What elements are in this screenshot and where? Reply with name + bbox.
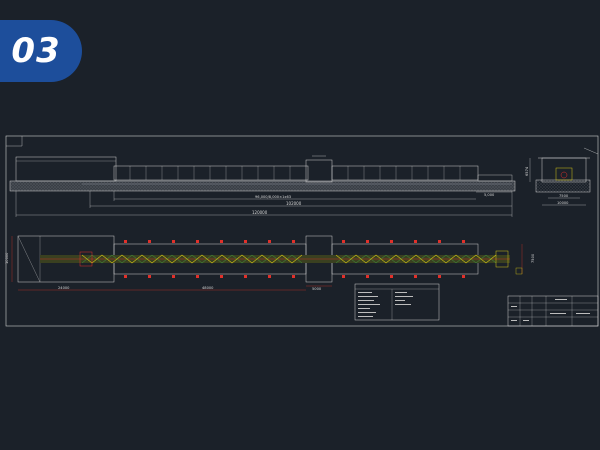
plan-view: 10000 24000 48000 5000 7500 xyxy=(5,235,535,291)
dim-segments: 96,000/8,000×1x63 xyxy=(255,195,291,199)
ground-hatch xyxy=(10,181,515,191)
dim-side-inner: 7500 xyxy=(559,194,569,198)
elevation-dimensions xyxy=(15,191,513,217)
side-view: 6574 7500 10000 xyxy=(525,147,599,206)
dim-plan-mid-length: 48000 xyxy=(202,286,214,290)
dim-side-outer: 10000 xyxy=(557,201,569,205)
side-dimensions xyxy=(529,158,586,206)
plan-truss-b xyxy=(81,254,497,264)
plan-dimensions xyxy=(11,236,523,291)
plan-tail-end xyxy=(79,251,93,267)
notes-frame xyxy=(354,283,440,321)
dim-plan-left-length: 24000 xyxy=(58,286,70,290)
gallery-posts xyxy=(129,166,461,180)
elevation-view: 96,000/8,000×1x63 5,000 102000 120000 xyxy=(9,155,516,217)
plan-truss-a xyxy=(81,254,497,264)
notes-lines xyxy=(358,292,413,317)
title-lines xyxy=(511,299,590,321)
left-shed xyxy=(15,156,117,182)
plan-left-diagonal xyxy=(17,235,41,283)
central-tower xyxy=(305,159,333,183)
gallery-end xyxy=(477,174,513,182)
plan-right-marker xyxy=(515,267,523,275)
section-badge: 03 xyxy=(0,20,82,82)
side-leader xyxy=(583,147,599,155)
dim-right: 5,000 xyxy=(484,193,495,197)
gallery-right xyxy=(331,165,479,181)
plan-supports xyxy=(124,240,465,278)
title-block xyxy=(507,295,599,327)
side-pulley xyxy=(560,171,568,179)
dim-plan-left-height: 10000 xyxy=(5,252,9,264)
dim-plan-gap: 5000 xyxy=(312,287,322,291)
dim-plan-right-height: 7500 xyxy=(531,253,535,263)
drawing-frame xyxy=(5,135,599,327)
dim-mid: 102000 xyxy=(286,201,302,206)
plan-head-end xyxy=(495,250,509,268)
side-conveyor-box xyxy=(555,167,573,181)
notes-table xyxy=(354,283,440,321)
dim-total: 120000 xyxy=(252,210,268,215)
title-frame xyxy=(507,295,599,327)
dim-side-height: 6574 xyxy=(525,166,529,176)
side-frame xyxy=(541,157,587,183)
section-number: 03 xyxy=(11,31,61,71)
gallery-left xyxy=(113,165,309,181)
